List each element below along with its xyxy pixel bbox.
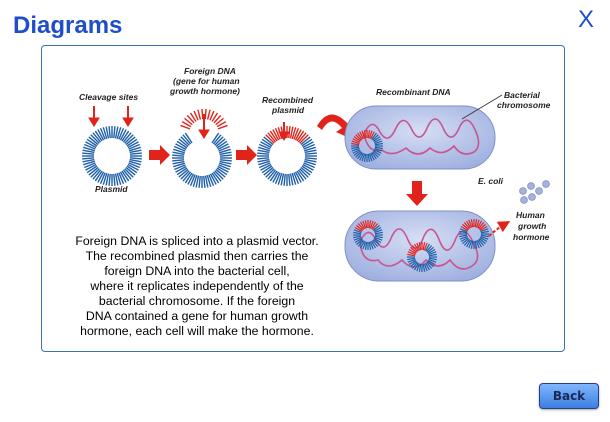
label-cleavage-sites: Cleavage sites bbox=[79, 92, 138, 102]
page-title: Diagrams bbox=[13, 12, 123, 39]
back-button[interactable]: Back bbox=[539, 383, 599, 409]
label-foreign-dna: Foreign DNA bbox=[184, 66, 236, 76]
label-human-1: Human bbox=[516, 210, 545, 220]
caption-line: hormone, each cell will make the hormone… bbox=[80, 324, 314, 338]
plasmid-ring bbox=[82, 126, 142, 186]
close-button[interactable]: X bbox=[578, 6, 595, 33]
label-bacterial-2: chromosome bbox=[497, 100, 551, 110]
caption-line: where it replicates independently of the bbox=[90, 279, 304, 293]
caption-line: Foreign DNA is spliced into a plasmid ve… bbox=[75, 234, 319, 248]
label-gene-1: (gene for human bbox=[173, 76, 240, 86]
foreign-dna-segment bbox=[180, 109, 228, 130]
label-recombinant-dna: Recombinant DNA bbox=[376, 87, 451, 97]
recombined-plasmid-ring bbox=[257, 126, 317, 186]
caption-line: foreign DNA into the bacterial cell, bbox=[104, 264, 290, 278]
caption-line: bacterial chromosome. If the foreign bbox=[98, 294, 296, 308]
label-plasmid: Plasmid bbox=[95, 184, 128, 194]
replicated-plasmids bbox=[353, 219, 489, 272]
label-recombined-2: plasmid bbox=[271, 105, 305, 115]
opened-plasmid-ring bbox=[172, 132, 232, 188]
recombinant-dna-diagram: Cleavage sites Plasmid Foreign DNA (gene… bbox=[79, 66, 551, 282]
label-human-3: hormone bbox=[513, 232, 550, 242]
label-gene-2: growth hormone) bbox=[169, 86, 240, 96]
hormone-molecules bbox=[519, 180, 550, 204]
bacterial-cell bbox=[344, 105, 496, 170]
secretion-arrow bbox=[488, 221, 511, 237]
label-bacterial-1: Bacterial bbox=[504, 90, 541, 100]
dividing-bacterial-cell bbox=[344, 210, 496, 282]
chromosome-pointer bbox=[461, 94, 503, 120]
label-human-2: growth bbox=[517, 221, 546, 231]
label-ecoli: E. coli bbox=[478, 176, 504, 186]
plasmid-in-cell bbox=[351, 130, 383, 162]
caption: Foreign DNA is spliced into a plasmid ve… bbox=[54, 234, 340, 339]
label-recombined-1: Recombined bbox=[262, 95, 314, 105]
caption-line: The recombined plasmid then carries the bbox=[85, 249, 309, 263]
caption-line: DNA contained a gene for human growth bbox=[85, 309, 309, 323]
diagram-card: Cleavage sites Plasmid Foreign DNA (gene… bbox=[41, 45, 565, 352]
cleavage-arrows bbox=[88, 106, 290, 141]
